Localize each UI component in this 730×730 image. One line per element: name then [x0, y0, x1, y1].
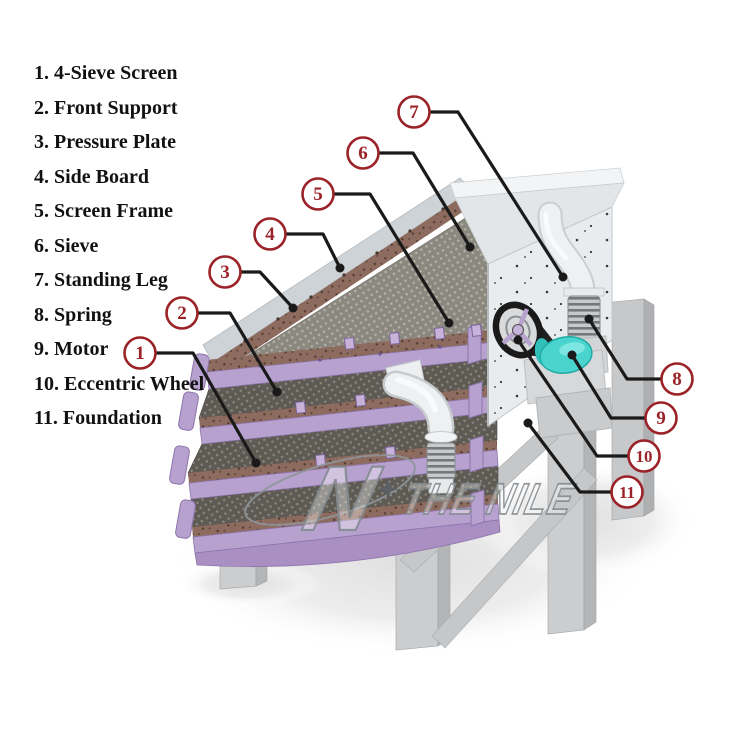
motor-plinth-lower	[535, 387, 613, 439]
callout-number: 1	[135, 343, 145, 364]
part-list-item: 1. 4-Sieve Screen	[34, 62, 178, 84]
callout-circle	[301, 177, 335, 211]
callout-number: 8	[672, 369, 682, 390]
leader-dot	[335, 263, 345, 273]
leader-dot	[444, 318, 454, 328]
callout-circle	[253, 217, 287, 251]
part-list-item: 5. Screen Frame	[34, 200, 174, 222]
part-list-item: 8. Spring	[34, 303, 112, 326]
leader-dot	[251, 458, 261, 468]
leader-line	[570, 354, 646, 420]
callout-number: 6	[358, 143, 368, 164]
watermark-text: THE NILE	[398, 476, 580, 524]
leader-line	[429, 110, 565, 278]
leader-dot	[558, 272, 568, 282]
leg-brace	[431, 467, 598, 649]
eccentric-wheel	[492, 301, 544, 359]
callout-4: 4	[253, 217, 345, 273]
part-list-item: 11. Foundation	[34, 407, 162, 429]
callout-7: 7	[397, 95, 568, 282]
callout-1: 1	[123, 336, 261, 468]
part-list-item: 6. Sieve	[34, 234, 99, 257]
sieve-deck-4	[175, 465, 501, 567]
discharge-end-assembly	[449, 167, 625, 439]
callout-6: 6	[346, 136, 475, 252]
callout-5: 5	[301, 177, 454, 328]
callout-number: 2	[177, 303, 187, 324]
callout-11: 11	[523, 418, 644, 509]
callout-number: 7	[409, 102, 419, 123]
callout-number: 3	[220, 262, 230, 283]
callout-circle	[165, 296, 199, 330]
callout-circle	[397, 95, 431, 129]
callout-number: 10	[636, 447, 653, 466]
leader-dot	[584, 314, 594, 324]
leader-dot	[465, 242, 475, 252]
part-list-item: 10. Eccentric Wheel	[34, 372, 205, 395]
callout-3: 3	[208, 255, 298, 313]
watermark-star-icon	[378, 479, 398, 499]
pressure-plate-rail	[213, 190, 479, 373]
elbow-spring	[426, 442, 456, 480]
leader-line	[516, 339, 629, 458]
leader-line	[378, 151, 472, 248]
leader-line	[197, 311, 279, 393]
callout-circle	[208, 255, 242, 289]
callout-circle	[123, 336, 157, 370]
leader-line	[155, 351, 258, 464]
discharge-elbow	[382, 359, 458, 494]
leader-line	[526, 422, 612, 494]
part-list-item: 7. Standing Leg	[34, 269, 168, 291]
callout-circle	[610, 475, 644, 509]
watermark-swoosh	[244, 454, 416, 526]
leader-line	[587, 318, 662, 381]
part-list-item: 9. Motor	[34, 338, 109, 360]
callout-9: 9	[567, 350, 678, 435]
part-list-item: 2. Front Support	[34, 96, 178, 119]
leader-line	[240, 270, 295, 310]
callout-number: 4	[265, 224, 275, 245]
callout-circle	[627, 439, 661, 473]
callout-8: 8	[584, 314, 694, 396]
callout-10: 10	[513, 335, 661, 473]
callout-number: 5	[313, 184, 323, 205]
callout-circle	[346, 136, 380, 170]
leader-dot	[513, 335, 523, 345]
part-list-item: 3. Pressure Plate	[34, 131, 177, 153]
callout-circle	[644, 401, 678, 435]
callout-number: 9	[656, 408, 666, 429]
leader-line	[333, 192, 451, 324]
frame-clamps	[343, 324, 483, 350]
callout-circle	[660, 362, 694, 396]
leader-dot	[288, 303, 298, 313]
leader-dot	[523, 418, 533, 428]
leader-line	[285, 232, 342, 269]
leader-dot	[272, 387, 282, 397]
parts-list: 1. 4-Sieve Screen 2. Front Support 3. Pres…	[34, 56, 212, 436]
screen-frame-rail	[206, 330, 495, 372]
sieve-deck-3	[169, 411, 499, 500]
part-list-item: 4. Side Board	[34, 165, 150, 188]
callout-number: 11	[619, 483, 635, 502]
callout-2: 2	[165, 296, 282, 397]
leader-dot	[567, 350, 577, 360]
